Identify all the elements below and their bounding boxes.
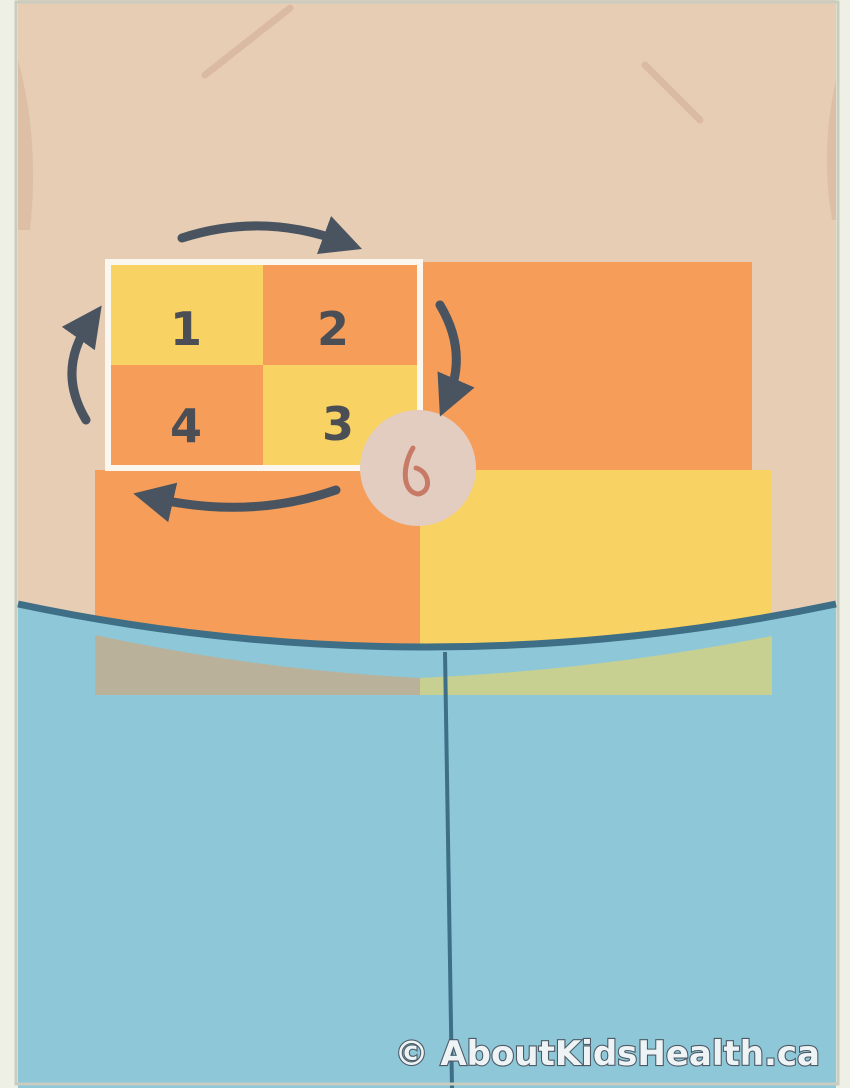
quadrant-2-label: 2 xyxy=(317,302,349,356)
quadrant-3-label: 3 xyxy=(322,397,354,451)
quadrant-4-label: 4 xyxy=(170,399,202,453)
injection-zone-upper-right xyxy=(420,262,752,472)
belly-button xyxy=(360,410,476,526)
copyright-credit: © AboutKidsHealth.ca xyxy=(395,1034,820,1074)
quadrant-1-label: 1 xyxy=(170,302,202,356)
